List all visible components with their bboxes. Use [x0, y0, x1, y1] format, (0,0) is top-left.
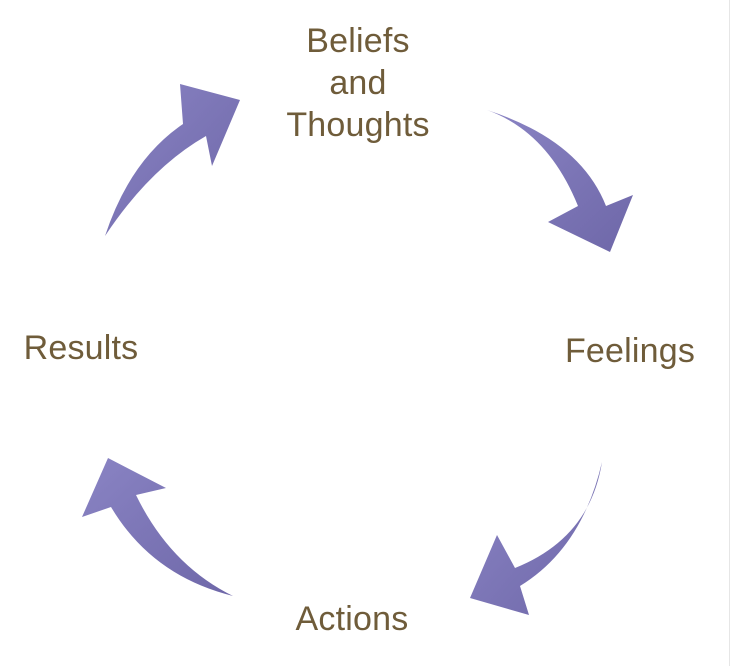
- node-beliefs-line-2: and: [329, 64, 387, 102]
- arrow-actions-to-results: [82, 458, 233, 596]
- right-edge-rule: [729, 0, 730, 666]
- arrow-feelings-to-actions: [470, 462, 602, 615]
- node-beliefs-line-1: Beliefs: [306, 22, 410, 60]
- node-feelings: Feelings: [564, 332, 696, 370]
- arrow-results-to-beliefs: [105, 84, 240, 236]
- node-beliefs-line-3: Thoughts: [286, 106, 430, 144]
- node-beliefs-and-thoughts: Beliefs and Thoughts: [258, 20, 458, 146]
- arrow-beliefs-to-feelings: [487, 110, 633, 252]
- node-actions: Actions: [295, 600, 409, 638]
- node-results: Results: [23, 329, 139, 367]
